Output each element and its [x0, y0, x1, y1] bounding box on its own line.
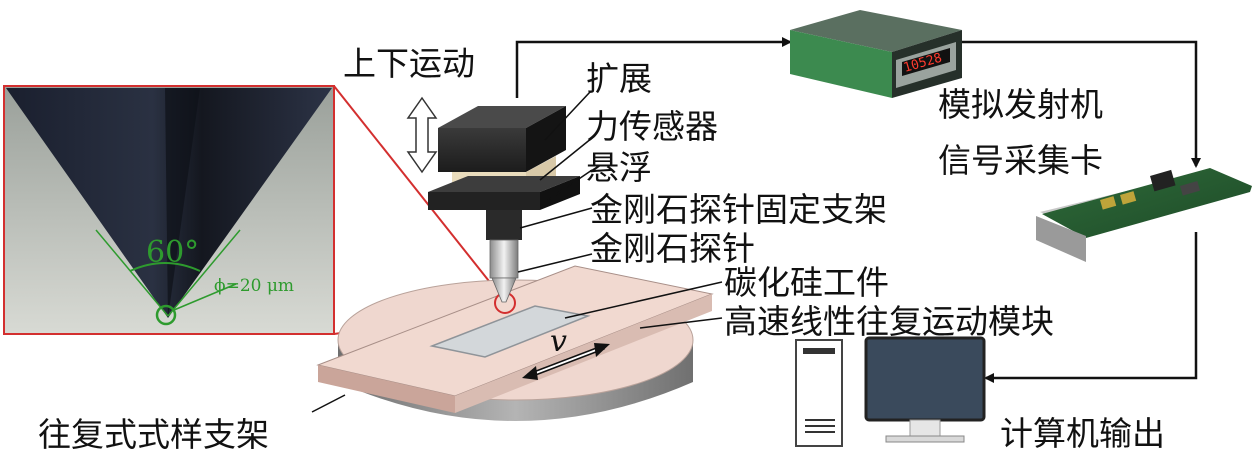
workpiece-shape	[429, 305, 591, 358]
probe-tip-inset: 60° ϕ=20 μm	[3, 85, 335, 335]
diameter-label: ϕ=20 μm	[214, 276, 294, 296]
computer-monitor	[864, 336, 986, 422]
sensor-assembly	[406, 96, 580, 303]
computer-device	[795, 336, 986, 447]
label-workpiece: 碳化硅工件	[724, 263, 889, 302]
meter-display	[902, 48, 950, 76]
zoom-line-top	[333, 85, 505, 301]
label-expansion: 扩展	[586, 59, 652, 98]
label-daq-card: 信号采集卡	[938, 141, 1103, 180]
tip-circle	[155, 304, 177, 326]
label-force-sensor: 力传感器	[586, 107, 718, 146]
angle-label: 60°	[146, 235, 199, 270]
angle-arc	[129, 262, 201, 272]
computer-tower	[795, 339, 843, 447]
label-analog-transmitter: 模拟发射机	[938, 85, 1103, 124]
label-suspension: 悬浮	[586, 148, 652, 187]
label-sample-holder: 往复式式样支架	[38, 415, 269, 454]
label-diamond-probe: 金刚石探针	[590, 229, 755, 268]
label-probe-holder: 金刚石探针固定支架	[590, 190, 887, 229]
sample-stage: v	[316, 265, 714, 421]
analog-transmitter-device: 10528	[790, 10, 962, 98]
daq-card-device	[1036, 168, 1252, 262]
label-up-down-motion: 上下运动	[343, 44, 475, 83]
label-computer-output: 计算机输出	[1000, 414, 1165, 453]
up-down-arrow	[406, 96, 438, 174]
signal-flow	[515, 37, 1201, 383]
velocity-label: v	[550, 324, 567, 359]
leader-lines	[311, 91, 723, 413]
label-linear-module: 高速线性往复运动模块	[724, 302, 1054, 341]
